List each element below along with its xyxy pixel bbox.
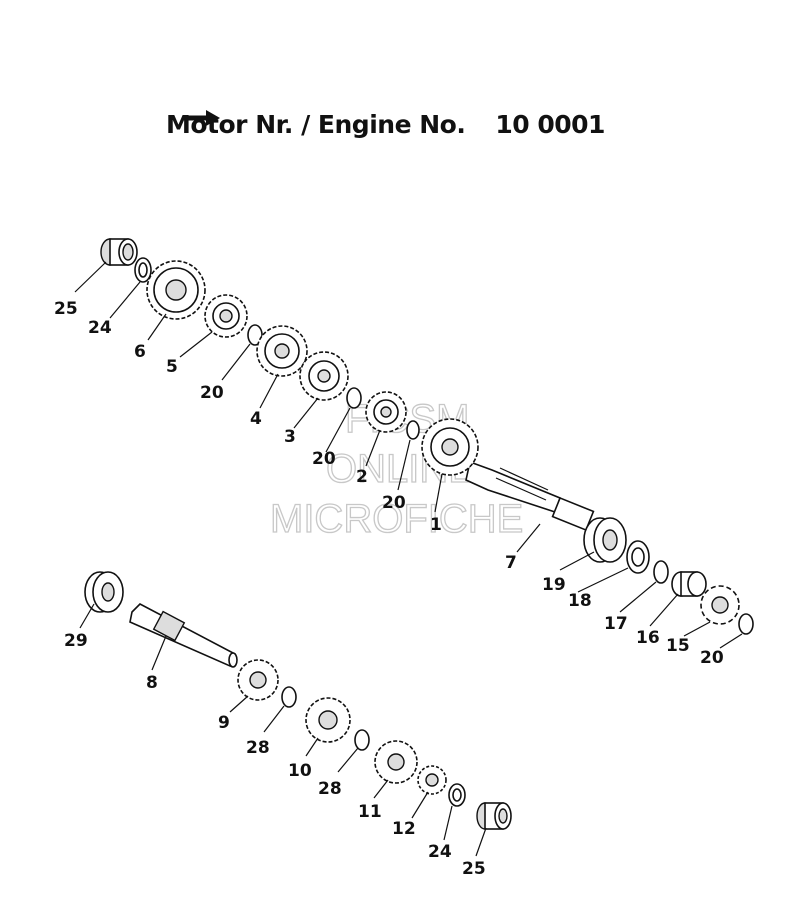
part-20-circlip-c (406, 420, 420, 440)
callout-4: 4 (250, 409, 262, 429)
part-25-needle-bearing-upper (100, 238, 138, 266)
callout-19: 19 (542, 575, 566, 595)
callout-5: 5 (166, 357, 178, 377)
part-10-gear (305, 697, 351, 743)
lower-shaft-assembly: 29 8 9 28 10 28 11 12 24 25 (64, 571, 512, 879)
part-11-gear (374, 740, 418, 784)
part-17-o-ring (653, 560, 669, 584)
page-title: Motor Nr. / Engine No. 10 0001 (166, 110, 605, 139)
callout-16: 16 (636, 628, 660, 648)
part-6-gear (146, 260, 206, 320)
part-8-countershaft (129, 603, 238, 668)
part-5-gear (204, 294, 248, 338)
shaft-7-end (551, 496, 595, 532)
callout-3: 3 (284, 427, 296, 447)
part-12-gear (417, 765, 447, 795)
part-29-ball-bearing (84, 571, 124, 613)
arrow-right-icon (184, 110, 220, 126)
part-19-ball-bearing (583, 517, 627, 563)
part-28-circlip-b (354, 729, 370, 751)
callout-9: 9 (218, 713, 230, 733)
callout-29: 29 (64, 631, 88, 651)
upper-shaft-assembly: 25 24 6 5 20 4 3 20 2 20 1 7 19 18 17 16… (54, 238, 754, 668)
callout-17: 17 (604, 614, 628, 634)
callout-24-upper: 24 (88, 318, 112, 338)
part-1-gear (421, 418, 479, 476)
callout-6: 6 (134, 342, 146, 362)
callout-20-a: 20 (200, 383, 224, 403)
callout-1: 1 (430, 515, 442, 535)
callout-7: 7 (505, 553, 517, 573)
part-28-circlip-a (281, 686, 297, 708)
callout-28-a: 28 (246, 738, 270, 758)
callout-20-b: 20 (312, 449, 336, 469)
part-18-seal (626, 540, 650, 574)
part-20-circlip-b (346, 387, 362, 409)
callout-15: 15 (666, 636, 690, 656)
callout-20-d: 20 (700, 648, 724, 668)
callout-2: 2 (356, 467, 368, 487)
callout-25-lower: 25 (462, 859, 486, 879)
part-9-gear (237, 659, 279, 701)
callout-12: 12 (392, 819, 416, 839)
callout-10: 10 (288, 761, 312, 781)
part-20-circlip-a (247, 324, 263, 346)
callout-25-upper: 25 (54, 299, 78, 319)
callout-28-b: 28 (318, 779, 342, 799)
callout-24-lower: 24 (428, 842, 452, 862)
part-3-gear (299, 351, 349, 401)
part-15-sprocket (700, 585, 740, 625)
callout-18: 18 (568, 591, 592, 611)
title-text: Motor Nr. / Engine No. (166, 110, 466, 139)
part-25-needle-bearing-lower (476, 802, 512, 830)
watermark-line-3: MICROFICHE (270, 497, 523, 541)
part-16-spacer (671, 571, 707, 597)
part-4-gear (256, 325, 308, 377)
callout-8: 8 (146, 673, 158, 693)
callout-11: 11 (358, 802, 382, 822)
engine-number: 10 0001 (495, 110, 605, 139)
part-20-circlip-d (738, 613, 754, 635)
callout-20-c: 20 (382, 493, 406, 513)
part-2-gear (365, 391, 407, 433)
